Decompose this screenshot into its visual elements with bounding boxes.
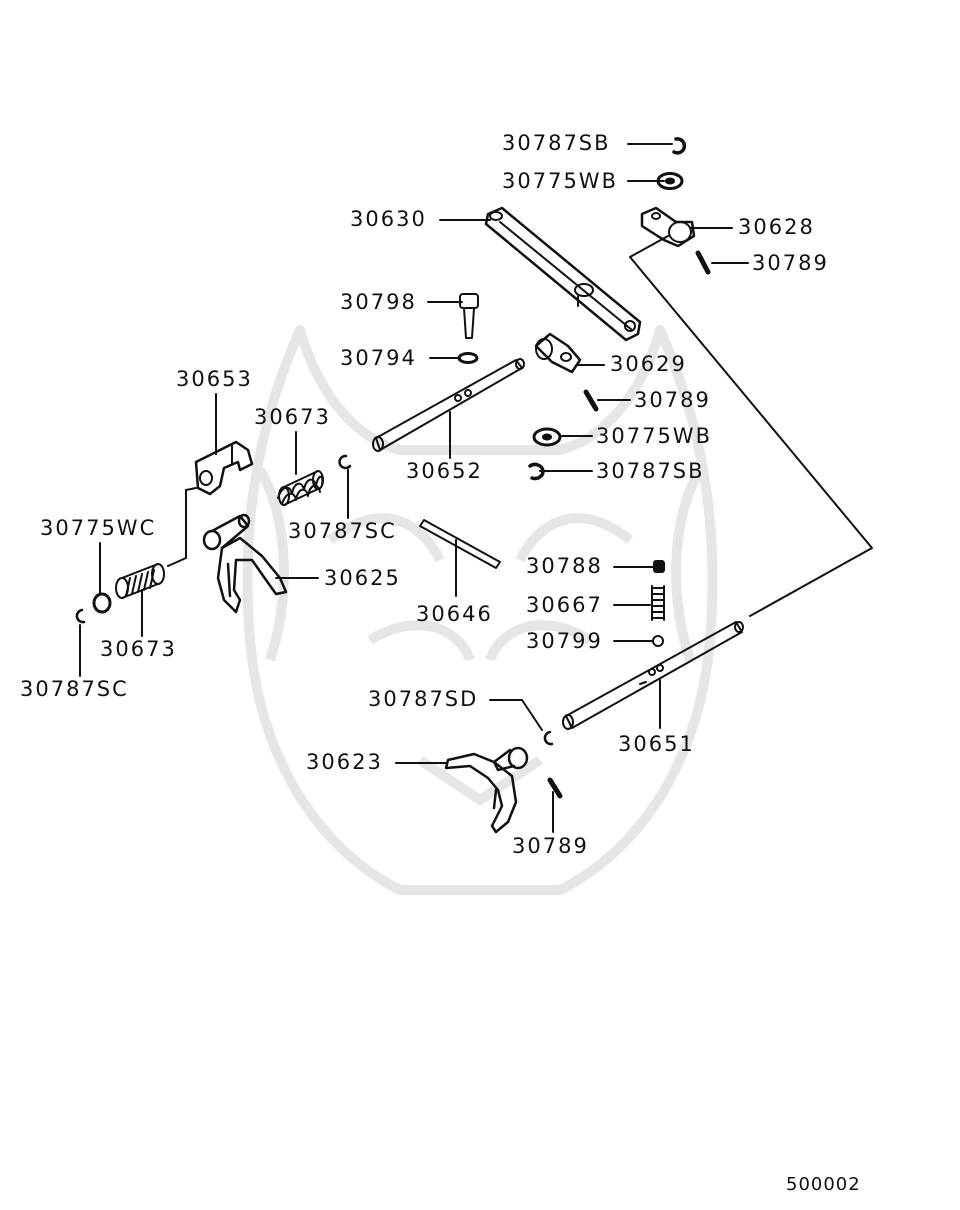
label-30775WB-mid: 30775WB — [596, 424, 712, 448]
label-30667: 30667 — [526, 593, 603, 617]
label-30623: 30623 — [306, 750, 383, 774]
label-30673-b: 30673 — [100, 637, 177, 661]
label-30789-a: 30789 — [752, 251, 829, 275]
label-30787SC-b: 30787SC — [20, 677, 129, 701]
label-30629: 30629 — [610, 352, 687, 376]
label-30799: 30799 — [526, 629, 603, 653]
label-30788: 30788 — [526, 554, 603, 578]
label-30673-a: 30673 — [254, 405, 331, 429]
label-30653: 30653 — [176, 367, 253, 391]
ball-30799 — [652, 635, 664, 647]
label-30628: 30628 — [738, 215, 815, 239]
pin-30789-b — [583, 389, 599, 412]
pin-30789-c — [547, 777, 563, 799]
bracket-30653 — [194, 440, 254, 496]
pin-30789-a — [695, 250, 711, 275]
drawing-number: 500002 — [786, 1174, 861, 1195]
shaft-30652 — [372, 358, 525, 452]
shift-fork-30625 — [202, 513, 288, 614]
label-30775WC: 30775WC — [40, 516, 157, 540]
snap-ring-30787SC-a — [338, 454, 352, 470]
watermark-emblem — [242, 325, 718, 895]
washer-30775WC — [92, 592, 112, 614]
label-30652: 30652 — [406, 459, 483, 483]
shaft-30651 — [562, 621, 744, 730]
label-30646: 30646 — [416, 602, 493, 626]
spring-30667 — [651, 585, 665, 621]
label-30625: 30625 — [324, 566, 401, 590]
block-30629 — [534, 332, 582, 374]
label-30794: 30794 — [340, 346, 417, 370]
snap-ring-30787SB-mid — [528, 462, 545, 481]
washer-30775WB-top — [656, 172, 684, 190]
snap-ring-30787SD — [543, 730, 554, 746]
spring-30673-a — [277, 470, 324, 506]
washer-30794 — [457, 352, 479, 364]
label-30651: 30651 — [618, 732, 695, 756]
plug-30788 — [653, 560, 665, 573]
label-30787SB-mid: 30787SB — [596, 459, 705, 483]
label-30787SC-a: 30787SC — [288, 519, 397, 543]
label-30787SB-top: 30787SB — [502, 131, 611, 155]
snap-ring-30787SB-top — [672, 137, 687, 155]
label-30798: 30798 — [340, 290, 417, 314]
snap-ring-30787SC-b — [75, 608, 86, 624]
spring-30673-b — [115, 563, 165, 599]
block-30628 — [640, 206, 696, 248]
label-30775WB-top: 30775WB — [502, 169, 618, 193]
label-30630: 30630 — [350, 207, 427, 231]
rod-30646 — [419, 519, 501, 569]
bolt-30798 — [459, 293, 479, 339]
label-30787SD: 30787SD — [368, 687, 479, 711]
label-30789-b: 30789 — [634, 388, 711, 412]
washer-30775WB-mid — [532, 427, 562, 447]
link-bar-30630 — [484, 206, 642, 342]
shift-fork-30623 — [444, 746, 529, 834]
label-30789-c: 30789 — [512, 834, 589, 858]
